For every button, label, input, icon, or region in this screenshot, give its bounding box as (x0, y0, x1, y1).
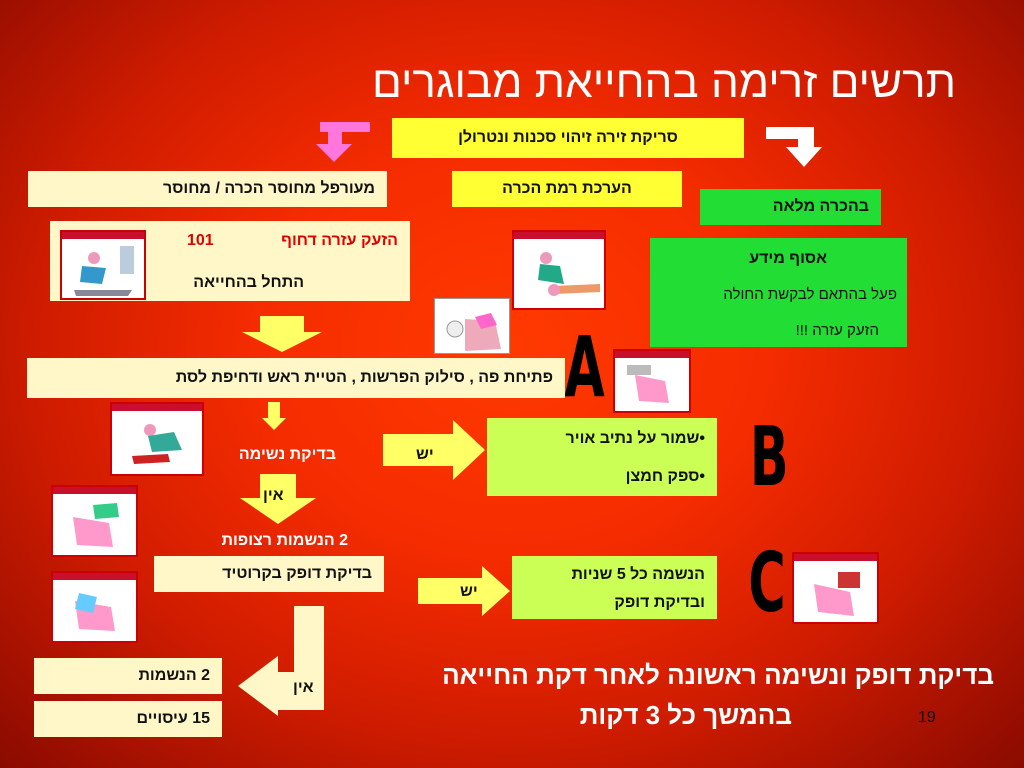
assess-consciousness-box: הערכת רמת הכרה (452, 171, 682, 207)
emergency-number: 101 (187, 232, 214, 249)
fully-conscious-box: בהכרה מלאה (700, 189, 881, 225)
breathing-present-box: •שמור על נתיב אויר •ספק חמצן (487, 418, 717, 496)
page-number: 19 (918, 709, 936, 726)
pink-arrow-icon (316, 122, 370, 162)
footer-line-1: בדיקת דופק ונשימה ראשונה לאחר דקת החייאה (442, 660, 994, 690)
cpr-photo-2 (512, 230, 606, 310)
unconscious-box: מעורפל מחוסר הכרה / מחוסר (28, 171, 387, 207)
pulse-present-box: הנשמה כל 5 שניות ובדיקת דופק (512, 556, 717, 619)
no-pulse-arrow-icon (238, 606, 324, 716)
yes-arrow-pulse-icon (418, 566, 510, 616)
follow-request-text: פעל בהתאם לבקשת החולה (723, 286, 897, 303)
breathing-photo (110, 402, 204, 476)
footer-line-2: בהמשך כל 3 דקות (579, 700, 792, 730)
provide-oxygen-text: •ספק חמצן (625, 468, 705, 485)
breaths-box: 2 הנשמות (34, 658, 222, 694)
compressions-box: 15 עיסויים (34, 701, 222, 737)
page-title: תרשים זרימה בהחייאת מבוגרים (371, 58, 956, 107)
yes-label-pulse: יש (460, 583, 478, 600)
rescue-breath-photo (51, 485, 138, 557)
down-arrow-icon (242, 316, 322, 352)
no-label-pulse: אין (293, 679, 314, 696)
head-tilt-photo (613, 349, 691, 413)
cpr-photo-1 (60, 230, 146, 300)
airway-box: פתיחת פה , סילוק הפרשות , הטיית ראש ודחי… (27, 358, 565, 398)
check-pulse-text: ובדיקת דופק (614, 594, 705, 611)
call-help-text: הזעק עזרה !!! (795, 322, 879, 339)
compression-photo (792, 552, 879, 624)
pulse-check-photo (51, 571, 138, 643)
no-arrow-icon (240, 474, 316, 524)
carotid-check-box: בדיקת דופק בקרוטיד (154, 556, 384, 592)
scene-safety-box: סריקת זירה זיהוי סכנות ונטרולן (392, 118, 744, 158)
airway-photo (434, 298, 510, 354)
breathing-check-label: בדיקת נשימה (238, 446, 336, 463)
call-help-label: הזעק עזרה דחוף (281, 232, 398, 249)
letter-a: A (564, 318, 605, 416)
white-arrow-icon (766, 127, 822, 167)
letter-c: C (748, 536, 786, 631)
two-breaths-label: 2 הנשמות רצופות (221, 532, 348, 549)
yes-arrow-icon (383, 420, 485, 480)
gather-info-title: אסוף מידע (749, 250, 827, 267)
yes-label-breathing: יש (416, 446, 434, 463)
letter-b: B (749, 410, 789, 505)
start-cpr-label: התחל בהחייאה (193, 274, 304, 291)
small-down-arrow-icon (262, 402, 286, 430)
no-label-breathing: אין (263, 487, 284, 504)
maintain-airway-text: •שמור על נתיב אויר (565, 430, 705, 447)
ventilate-text: הנשמה כל 5 שניות (571, 566, 705, 583)
gather-info-box: אסוף מידע פעל בהתאם לבקשת החולה הזעק עזר… (650, 238, 907, 347)
